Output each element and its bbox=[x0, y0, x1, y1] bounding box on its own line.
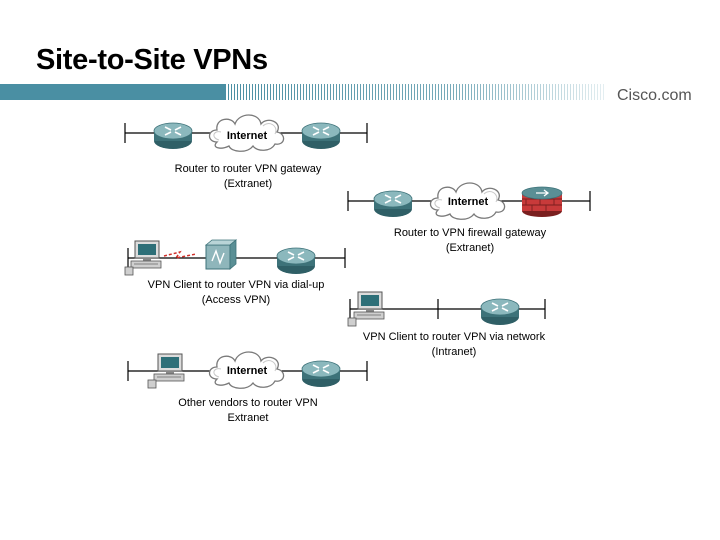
router-icon bbox=[153, 122, 193, 150]
caption-line: (Extranet) bbox=[445, 242, 495, 254]
caption-line: Router to VPN firewall gateway bbox=[393, 227, 547, 239]
cloud-label: Internet bbox=[227, 130, 268, 142]
access-server-icon bbox=[205, 239, 237, 270]
caption-line: (Access VPN) bbox=[201, 294, 271, 306]
caption-client-dialup: VPN Client to router VPN via dial-up (Ac… bbox=[124, 278, 348, 308]
router-icon bbox=[276, 247, 316, 275]
router-icon bbox=[373, 190, 413, 218]
vpn-firewall-icon bbox=[521, 186, 563, 217]
dialup-link-icon bbox=[163, 250, 197, 260]
diagram-client-dialup bbox=[124, 239, 346, 276]
caption-router-to-router: Router to router VPN gateway (Extranet) bbox=[150, 162, 346, 192]
diagram-router-to-router: Internet bbox=[124, 114, 368, 152]
router-icon bbox=[301, 360, 341, 388]
caption-line: VPN Client to router VPN via network bbox=[362, 331, 546, 343]
caption-router-to-firewall: Router to VPN firewall gateway (Extranet… bbox=[372, 226, 568, 256]
header-band-solid bbox=[0, 84, 225, 100]
caption-line: Router to router VPN gateway bbox=[174, 163, 322, 175]
caption-line: VPN Client to router VPN via dial-up bbox=[147, 279, 325, 291]
caption-other-vendors: Other vendors to router VPN Extranet bbox=[150, 396, 346, 426]
header-band bbox=[0, 84, 720, 100]
diagram-other-vendors: Internet bbox=[127, 351, 368, 389]
router-icon bbox=[480, 298, 520, 326]
router-icon bbox=[301, 122, 341, 150]
caption-line: Extranet bbox=[227, 412, 269, 424]
diagram-client-network bbox=[347, 291, 546, 327]
slide-title: Site-to-Site VPNs bbox=[36, 44, 268, 76]
diagram-router-to-firewall: Internet bbox=[347, 182, 591, 220]
caption-client-network: VPN Client to router VPN via network (In… bbox=[342, 330, 566, 360]
header-band-fade bbox=[225, 84, 605, 100]
caption-line: (Extranet) bbox=[223, 178, 273, 190]
cisco-logo: Cisco.com bbox=[617, 87, 692, 104]
cloud-label: Internet bbox=[227, 365, 268, 377]
caption-line: (Intranet) bbox=[431, 346, 477, 358]
caption-line: Other vendors to router VPN bbox=[178, 397, 318, 409]
cloud-label: Internet bbox=[448, 196, 489, 208]
